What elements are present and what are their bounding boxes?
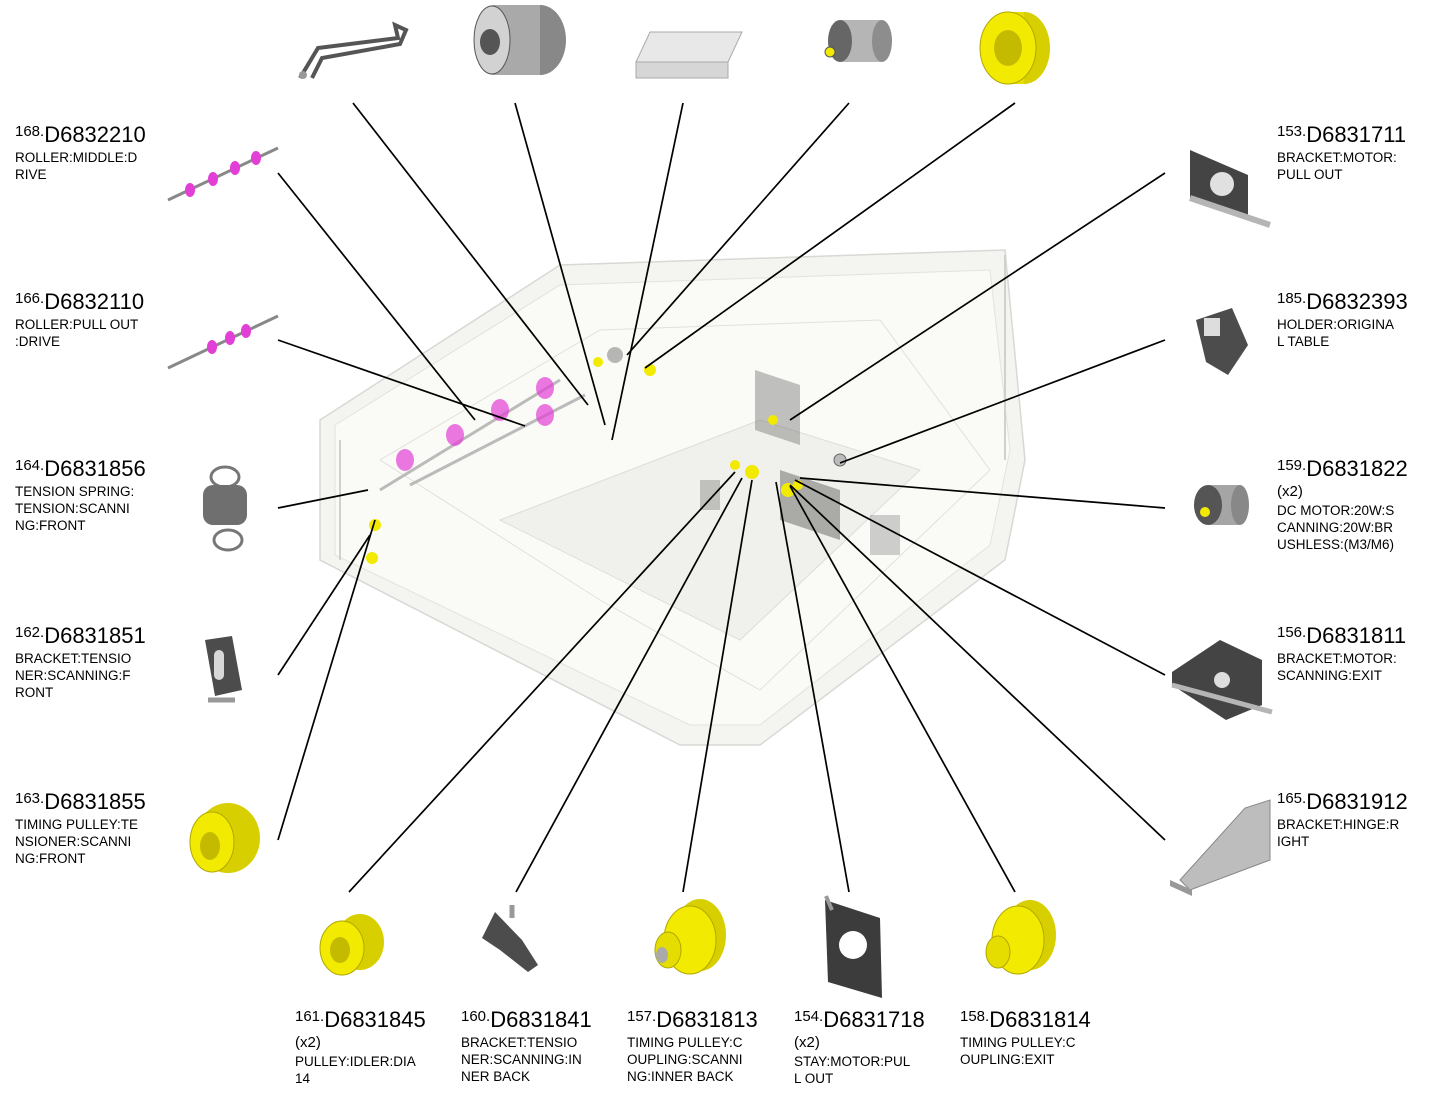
part-number: D6831814 xyxy=(989,1007,1091,1032)
part-description: BRACKET:MOTOR: SCANNING:EXIT xyxy=(1277,651,1397,683)
callout-163: 163.D6831855 TIMING PULLEY:TE NSIONER:SC… xyxy=(15,791,146,867)
part-number: D6831855 xyxy=(44,789,146,814)
part-index: 154. xyxy=(794,1008,824,1025)
part-description: BRACKET:TENSIO NER:SCANNING:IN NER BACK xyxy=(461,1035,582,1084)
part-number: D6831845 xyxy=(324,1007,426,1032)
holder-icon xyxy=(1196,308,1248,375)
part-description: PULLEY:IDLER:DIA 14 xyxy=(295,1054,416,1086)
callout-154: 154.D6831718 (x2) STAY:MOTOR:PUL L OUT xyxy=(794,1009,925,1087)
part-description: TENSION SPRING: TENSION:SCANNI NG:FRONT xyxy=(15,484,135,533)
part-index: 156. xyxy=(1277,624,1307,641)
main-assembly-illustration xyxy=(319,249,1026,746)
part-description: BRACKET:MOTOR: PULL OUT xyxy=(1277,150,1397,182)
part-index: 168. xyxy=(15,123,45,140)
callout-168: 168.D6832210 ROLLER:MIDDLE:D RIVE xyxy=(15,124,146,183)
part-description: TIMING PULLEY:C OUPLING:SCANNI NG:INNER … xyxy=(627,1035,743,1084)
part-description: TIMING PULLEY:TE NSIONER:SCANNI NG:FRONT xyxy=(15,817,139,866)
pulley-icon xyxy=(654,899,726,975)
callout-162: 162.D6831851 BRACKET:TENSIO NER:SCANNING… xyxy=(15,625,146,701)
part-index: 165. xyxy=(1277,790,1307,807)
callout-166: 166.D6832110 ROLLER:PULL OUT :DRIVE xyxy=(15,291,144,350)
motor-bracket-icon xyxy=(1171,640,1273,720)
motor-icon xyxy=(1194,485,1249,525)
part-index: 159. xyxy=(1277,457,1307,474)
part-index: 163. xyxy=(15,790,45,807)
part-description: BRACKET:HINGE:R IGHT xyxy=(1277,817,1400,849)
motor-bracket-icon xyxy=(1189,150,1271,228)
part-index: 164. xyxy=(15,457,45,474)
part-index: 158. xyxy=(960,1008,990,1025)
pulley-icon xyxy=(979,11,1050,85)
leader-lines xyxy=(277,102,1166,893)
part-description: HOLDER:ORIGINA L TABLE xyxy=(1277,317,1395,349)
coupling-icon xyxy=(473,5,566,75)
part-index: 161. xyxy=(295,1008,325,1025)
part-quantity: (x2) xyxy=(1277,483,1303,500)
part-index: 162. xyxy=(15,624,45,641)
bracket-icon xyxy=(482,905,538,972)
part-description: ROLLER:PULL OUT :DRIVE xyxy=(15,317,139,349)
plate-icon xyxy=(635,31,743,79)
callout-185: 185.D6832393 HOLDER:ORIGINA L TABLE xyxy=(1277,291,1408,350)
callout-164: 164.D6831856 TENSION SPRING: TENSION:SCA… xyxy=(15,458,146,534)
callout-161: 161.D6831845 (x2) PULLEY:IDLER:DIA 14 xyxy=(295,1009,426,1087)
part-number: D6832393 xyxy=(1306,289,1408,314)
stay-plate-icon xyxy=(824,895,882,998)
part-quantity: (x2) xyxy=(794,1034,820,1051)
part-number: D6831718 xyxy=(823,1007,925,1032)
hinge-bracket-icon xyxy=(1170,799,1271,896)
part-description: ROLLER:MIDDLE:D RIVE xyxy=(15,150,138,182)
part-number: D6831811 xyxy=(1306,623,1407,648)
pulley-icon xyxy=(985,900,1056,975)
part-number: D6831912 xyxy=(1306,789,1408,814)
part-number: D6832110 xyxy=(44,289,145,314)
motor-icon xyxy=(824,20,892,62)
part-number: D6831841 xyxy=(490,1007,592,1032)
part-description: STAY:MOTOR:PUL L OUT xyxy=(794,1054,911,1086)
part-index: 160. xyxy=(461,1008,491,1025)
callout-160: 160.D6831841 BRACKET:TENSIO NER:SCANNING… xyxy=(461,1009,592,1085)
wire-bracket-icon xyxy=(298,21,409,80)
part-number: D6832210 xyxy=(44,122,146,147)
roller-shaft-icon xyxy=(167,146,279,202)
part-description: TIMING PULLEY:C OUPLING:EXIT xyxy=(960,1035,1076,1067)
pulley-icon xyxy=(319,914,384,976)
part-number: D6831856 xyxy=(44,456,146,481)
part-number: D6831822 xyxy=(1306,456,1408,481)
part-index: 166. xyxy=(15,290,45,307)
part-number: D6831851 xyxy=(44,623,146,648)
callout-153: 153.D6831711 BRACKET:MOTOR: PULL OUT xyxy=(1277,124,1406,183)
part-quantity: (x2) xyxy=(295,1034,321,1051)
callout-157: 157.D6831813 TIMING PULLEY:C OUPLING:SCA… xyxy=(627,1009,758,1085)
roller-shaft-icon xyxy=(167,314,279,370)
part-description: DC MOTOR:20W:S CANNING:20W:BR USHLESS:(M… xyxy=(1277,503,1395,552)
part-index: 153. xyxy=(1277,123,1307,140)
part-number: D6831813 xyxy=(656,1007,758,1032)
callout-156: 156.D6831811 BRACKET:MOTOR: SCANNING:EXI… xyxy=(1277,625,1406,684)
spring-icon xyxy=(203,465,247,552)
part-number: D6831711 xyxy=(1306,122,1407,147)
part-description: BRACKET:TENSIO NER:SCANNING:F RONT xyxy=(15,651,132,700)
pulley-icon xyxy=(189,803,260,873)
callout-165: 165.D6831912 BRACKET:HINGE:R IGHT xyxy=(1277,791,1408,850)
bracket-icon xyxy=(205,636,242,703)
callout-159: 159.D6831822 (x2) DC MOTOR:20W:S CANNING… xyxy=(1277,458,1408,553)
part-index: 185. xyxy=(1277,290,1307,307)
part-index: 157. xyxy=(627,1008,657,1025)
callout-158: 158.D6831814 TIMING PULLEY:C OUPLING:EXI… xyxy=(960,1009,1091,1068)
